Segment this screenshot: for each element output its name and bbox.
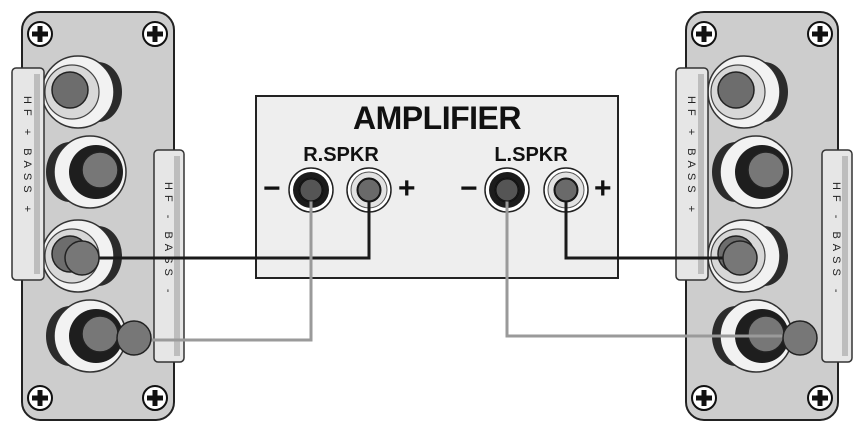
binding-post[interactable] <box>41 55 123 129</box>
right-speaker-terminal-plate: HF + BASS + HF - BASS - <box>675 11 853 421</box>
screw-icon <box>691 21 717 47</box>
screw-icon <box>142 385 168 411</box>
binding-post[interactable] <box>707 55 789 129</box>
wire-l-negative <box>505 196 790 338</box>
left-speaker-terminal-plate: HF + BASS + HF - BASS - <box>11 11 185 421</box>
l-spkr-plus-symbol: + <box>594 172 612 205</box>
wire-r-positive <box>82 196 371 260</box>
wire-l-positive <box>564 196 738 260</box>
binding-post[interactable] <box>711 135 793 209</box>
r-spkr-plus-symbol: + <box>398 172 416 205</box>
screw-icon <box>27 385 53 411</box>
binding-post[interactable] <box>45 299 127 373</box>
strap-text-positive: HF + BASS + <box>21 96 33 217</box>
screw-icon <box>807 21 833 47</box>
strap-text-positive: HF + BASS + <box>685 96 697 217</box>
wire-r-negative <box>134 196 313 342</box>
strap-text-negative: HF - BASS - <box>830 182 842 298</box>
l-spkr-label: L.SPKR <box>494 144 568 166</box>
screw-icon <box>27 21 53 47</box>
l-spkr-minus-symbol: − <box>460 172 478 205</box>
screw-icon <box>142 21 168 47</box>
amplifier-title: AMPLIFIER <box>353 100 521 136</box>
r-spkr-minus-symbol: − <box>263 172 281 205</box>
r-spkr-label: R.SPKR <box>303 144 379 166</box>
strap-text-negative: HF - BASS - <box>162 182 174 298</box>
screw-icon <box>807 385 833 411</box>
binding-post[interactable] <box>45 135 127 209</box>
screw-icon <box>691 385 717 411</box>
